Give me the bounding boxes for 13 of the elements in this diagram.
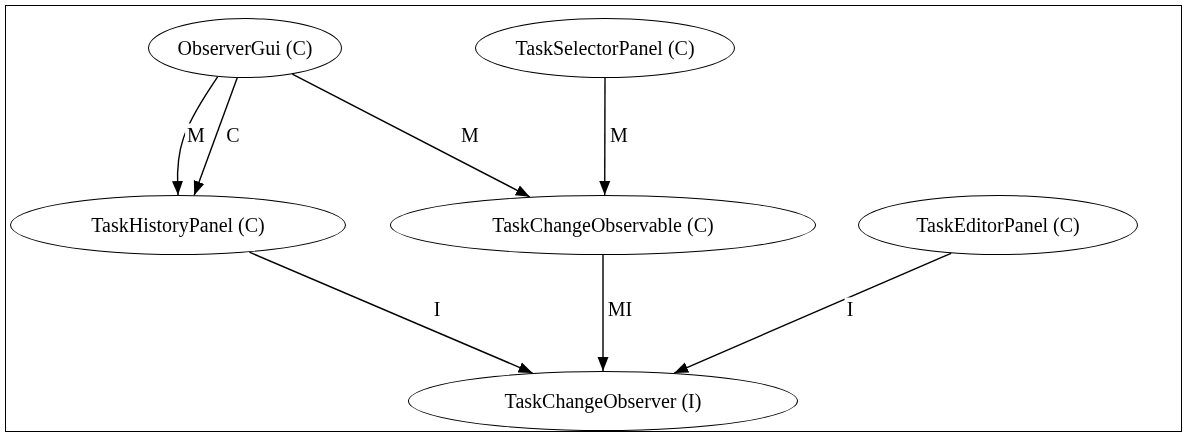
- node-label: TaskChangeObserver (I): [504, 389, 702, 413]
- arrow: [291, 73, 531, 198]
- node-label: TaskEditorPanel (C): [916, 213, 1080, 237]
- arrow: [599, 77, 611, 196]
- node-label: ObserverGui (C): [177, 36, 313, 60]
- node-label: TaskChangeObservable (C): [492, 213, 714, 237]
- node-label: TaskSelectorPanel (C): [515, 36, 695, 60]
- arrow: [673, 252, 952, 374]
- arrow: [248, 251, 534, 374]
- arrow: [597, 254, 609, 372]
- arrow: [172, 76, 219, 196]
- node-label: TaskHistoryPanel (C): [91, 213, 265, 237]
- arrow: [193, 77, 238, 196]
